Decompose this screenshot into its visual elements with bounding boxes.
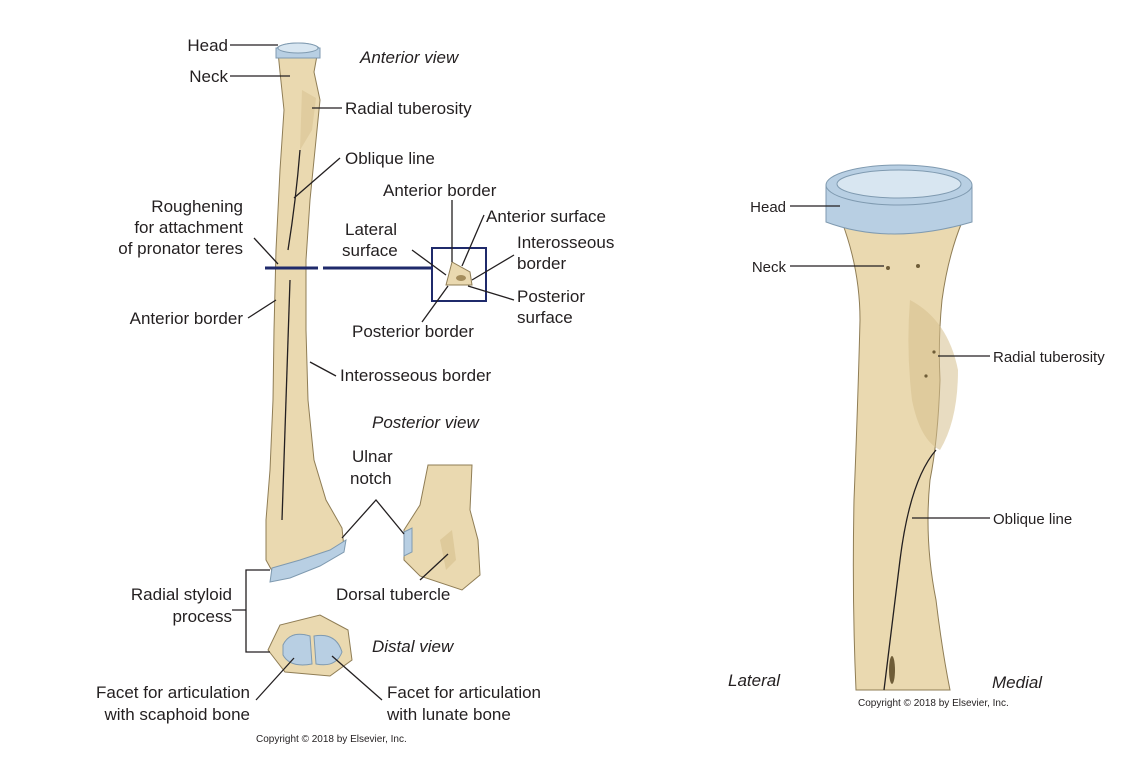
right-label-radial-tuberosity: Radial tuberosity [993,349,1105,366]
leader-roughening [253,237,279,265]
label-ulnar-notch-2: notch [350,469,392,488]
label-facet-lunate-2: with lunate bone [386,705,511,724]
label-cs-posterior-surface-1: Posterior [517,287,585,306]
leader-facet-scaphoid [255,657,295,701]
posterior-view-title: Posterior view [372,413,480,432]
label-cs-lateral-surface-2: surface [342,241,398,260]
leader-styloid-bracket [232,569,270,653]
label-facet-scaphoid-1: Facet for articulation [96,683,250,702]
leader-anterior-border [247,299,277,319]
label-facet-scaphoid-2: with scaphoid bone [103,705,250,724]
radius-head-cartilage [275,42,321,59]
label-cs-lateral-surface-1: Lateral [345,220,397,239]
radius-proximal-enlarged [841,221,963,691]
distal-articular-surface [269,538,347,583]
leader-cs-interosseous [471,254,515,281]
label-radial-tuberosity: Radial tuberosity [345,99,472,118]
anterior-view-title: Anterior view [359,48,460,67]
label-ulnar-notch-1: Ulnar [352,447,393,466]
label-cs-anterior-border: Anterior border [383,181,497,200]
right-label-oblique-line: Oblique line [993,511,1072,528]
label-styloid-2: process [172,607,232,626]
leader-cs-posterior-surface [467,285,515,301]
label-anterior-border: Anterior border [130,309,244,328]
label-cs-interosseous-1: Interosseous [517,233,614,252]
label-facet-lunate-1: Facet for articulation [387,683,541,702]
right-label-medial: Medial [992,673,1043,692]
label-roughening-2: for attachment [134,218,243,237]
radius-posterior-distal [403,464,481,591]
radius-anterior-bone [265,49,345,579]
leader-interosseous-border [309,361,337,377]
leader-dorsal-tubercle [419,553,449,581]
label-cs-interosseous-2: border [517,254,566,273]
label-cs-anterior-surface: Anterior surface [486,207,606,226]
right-label-lateral: Lateral [728,671,781,690]
right-label-neck: Neck [752,259,787,276]
label-cs-posterior-surface-2: surface [517,308,573,327]
leader-cs-anterior-surface [461,214,485,267]
label-head: Head [187,36,228,55]
label-oblique-line: Oblique line [345,149,435,168]
leader-cs-lateral-surface [411,249,447,276]
leader-cs-posterior-border [421,285,449,323]
label-cs-posterior-border: Posterior border [352,322,474,341]
cross-section-box [431,247,487,302]
label-neck: Neck [189,67,228,86]
distal-view-title: Distal view [372,637,455,656]
label-interosseous-border: Interosseous border [340,366,492,385]
label-roughening-3: of pronator teres [118,239,243,258]
cross-section-bone [445,261,473,286]
cross-section-marrow [456,275,466,281]
radius-head-enlarged [825,164,973,235]
label-roughening-1: Roughening [151,197,243,216]
leader-facet-lunate [331,655,383,701]
right-label-head: Head [750,199,786,216]
copyright-right: Copyright © 2018 by Elsevier, Inc. [858,698,1009,709]
leader-oblique-line [293,157,341,199]
label-styloid-1: Radial styloid [131,585,232,604]
radius-distal-view [267,614,353,677]
label-dorsal-tubercle: Dorsal tubercle [336,585,450,604]
leader-ulnar-notch [341,499,405,539]
copyright-left: Copyright © 2018 by Elsevier, Inc. [256,734,407,745]
